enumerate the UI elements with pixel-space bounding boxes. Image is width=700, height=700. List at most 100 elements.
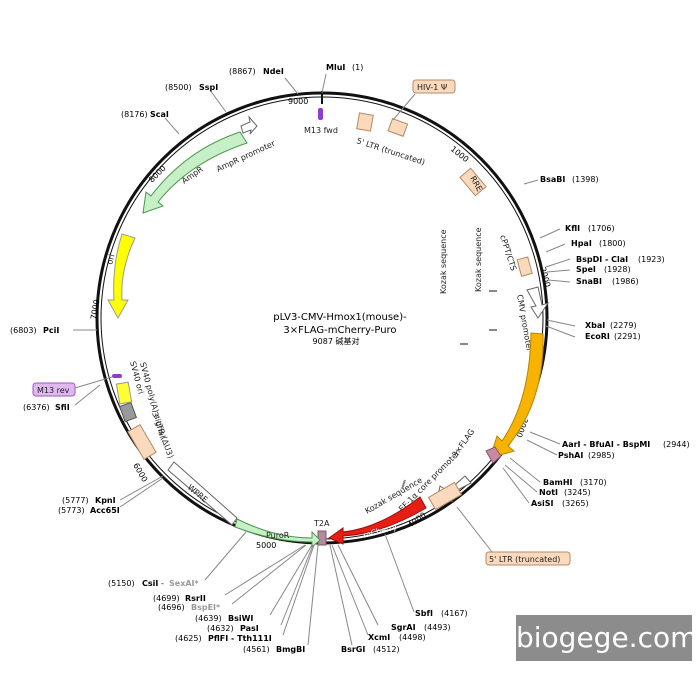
site-leaders (73, 73, 576, 646)
title-line1: pLV3-CMV-Hmox1(mouse)- (273, 312, 407, 323)
ampr-arrow (142, 131, 248, 214)
cppt-feature (516, 256, 533, 277)
flag-feature (485, 446, 502, 464)
site-bsabi-pos: (1398) (572, 175, 599, 184)
hiv-label: HIV-1 Ψ (417, 83, 447, 92)
sv40pa-feature (115, 381, 133, 405)
sv40ori-feature (118, 401, 138, 423)
site-pshai-pos: (2985) (588, 451, 615, 460)
site-bsiwi-pos: (4639) (195, 614, 222, 623)
site-bsiwi: BsiWI (228, 614, 253, 623)
site-xcmi: XcmI (368, 633, 390, 642)
hmox1-arrow (489, 332, 544, 459)
t2a-label: T2A (313, 519, 330, 528)
mcherry-arrow (327, 496, 427, 545)
site-xbai: XbaI (585, 321, 605, 330)
site-kpni-pos: (5777) (62, 496, 89, 505)
site-aari: AarI - BfuAI - BspMI (562, 440, 650, 449)
site-asisi: AsiSI (531, 499, 553, 508)
site-pcii: PciI (43, 326, 59, 335)
site-pasi: PasI (240, 624, 259, 633)
site-csii-pos: (5150) (108, 579, 135, 588)
site-pasi-pos: (4632) (207, 624, 234, 633)
site-hpai-pos: (1800) (599, 239, 626, 248)
svg-text:-: - (161, 579, 164, 588)
site-rsrii: RsrII (185, 594, 206, 603)
site-bspdi: BspDI - ClaI (576, 255, 628, 264)
watermark: biogege.com (516, 615, 697, 661)
site-ecori: EcoRI (585, 332, 610, 341)
site-sspi-pos: (8500) (165, 83, 192, 92)
site-mlui-pos: (1) (352, 63, 363, 72)
tick-9000: 9000 (288, 97, 308, 106)
site-sspi: SspI (199, 83, 218, 92)
ltr5-box2 (387, 117, 409, 137)
amprp-arrow (240, 115, 258, 135)
site-acc65i: Acc65I (90, 506, 120, 515)
ltr5-label: 5' LTR (truncated) (355, 136, 426, 167)
hiv-tag (412, 79, 456, 94)
tick-7000: 7000 (89, 299, 101, 321)
t2a-feature (317, 530, 327, 546)
site-sfii: SfiI (55, 403, 70, 412)
site-pflfi: PflFI - Tth111I (208, 634, 272, 643)
site-xcmi-pos: (4498) (399, 633, 426, 642)
site-bspei-pos: (4696) (158, 603, 185, 612)
rre-feature (459, 167, 487, 197)
site-bsrgi-pos: (4512) (373, 645, 400, 654)
site-sbfi-pos: (4167) (441, 609, 468, 618)
site-mlui: MluI (326, 63, 345, 72)
site-sfii-pos: (6376) (23, 403, 50, 412)
puror-label: PuroR (266, 531, 290, 540)
puror-arrow (234, 518, 321, 549)
ltr5-box1 (356, 112, 374, 132)
site-sbfi: SbfI (415, 609, 433, 618)
site-sgrai-pos: (4493) (424, 623, 451, 632)
title-size: 9087 碱基对 (313, 336, 360, 346)
site-kfli: KflI (565, 224, 580, 233)
hmox1-label: Hmox1 (505, 376, 520, 406)
site-bmgbi-pos: (4561) (243, 645, 270, 654)
cmv-arrow (526, 286, 550, 319)
ef1a-label: EF-1α core promoter (397, 448, 462, 513)
site-bamhi-pos: (3170) (580, 478, 607, 487)
site-bmgbi: BmgBI (276, 645, 305, 654)
m13fwd-label: M13 fwd (304, 126, 338, 135)
tick-6000: 6000 (131, 462, 149, 484)
site-ndei: NdeI (263, 67, 284, 76)
site-kpni: KpnI (95, 496, 116, 505)
site-scai-pos: (8176) (121, 110, 148, 119)
site-bsabi: BsaBI (540, 175, 565, 184)
ltr5b-tag (485, 551, 571, 566)
site-spei-pos: (1928) (604, 265, 631, 274)
site-bspdi-pos: (1923) (638, 255, 665, 264)
ori-label: ori (105, 253, 116, 265)
site-ndei-pos: (8867) (229, 67, 256, 76)
sv40pa-label: SV40 poly(A) signal (138, 361, 167, 439)
cppt-label: cPPT/CTS (498, 234, 518, 272)
ltr5b-feature (427, 481, 463, 511)
title-line2: 3×FLAG-mCherry-Puro (283, 325, 396, 336)
site-snabi-pos: (1986) (612, 277, 639, 286)
site-snabi: SnaBI (576, 277, 602, 286)
ori-arrow (107, 233, 136, 320)
site-hpai: HpaI (571, 239, 592, 248)
site-ecori-pos: (2291) (614, 332, 641, 341)
site-labels: MluI (1) (8867) NdeI (8500) SspI (8176) … (10, 63, 690, 654)
m13rev-tag (32, 382, 76, 397)
site-sgrai: SgrAI (391, 623, 416, 632)
site-pflfi-pos: (4625) (175, 634, 202, 643)
site-aari-pos: (2944) (663, 440, 690, 449)
ltr5b-label: 5' LTR (truncated) (489, 555, 560, 564)
site-bamhi: BamHI (543, 478, 573, 487)
m13rev-feature (112, 374, 122, 378)
site-csii: CsiI (142, 579, 158, 588)
kozak-label-1: Kozak sequence (474, 227, 483, 292)
ltr3-feature (127, 423, 157, 461)
site-asisi-pos: (3265) (562, 499, 589, 508)
site-noti-pos: (3245) (564, 488, 591, 497)
site-kfli-pos: (1706) (588, 224, 615, 233)
site-pcii-pos: (6803) (10, 326, 37, 335)
site-acc65i-pos: (5773) (58, 506, 85, 515)
